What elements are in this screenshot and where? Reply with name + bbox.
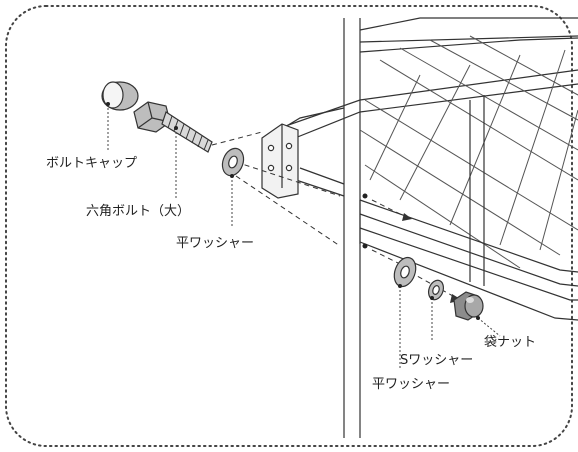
- label-flat-washer-right: 平ワッシャー: [372, 377, 450, 392]
- leader-dots: [106, 102, 480, 320]
- cap-nut: [453, 291, 484, 321]
- assembly-guides: [211, 131, 461, 301]
- label-bolt-cap: ボルトキャップ: [46, 156, 137, 171]
- flat-washer-right: [393, 256, 417, 288]
- label-flat-washer-left: 平ワッシャー: [176, 236, 254, 251]
- s-washer: [427, 279, 445, 301]
- bracket-plate: [261, 123, 299, 199]
- bolt-cap: [101, 81, 139, 111]
- post-hole-upper: [362, 193, 368, 199]
- rack-structure: [279, 17, 578, 438]
- post-hole-lower: [362, 243, 368, 249]
- leader-lines: [107, 104, 501, 370]
- label-s-washer: Sワッシャー: [400, 353, 473, 368]
- label-hex-bolt: 六角ボルト（大）: [86, 204, 190, 219]
- flat-washer-left: [221, 147, 245, 177]
- label-cap-nut: 袋ナット: [484, 335, 536, 350]
- hex-bolt: [133, 101, 213, 153]
- dotted-frame: [5, 5, 573, 447]
